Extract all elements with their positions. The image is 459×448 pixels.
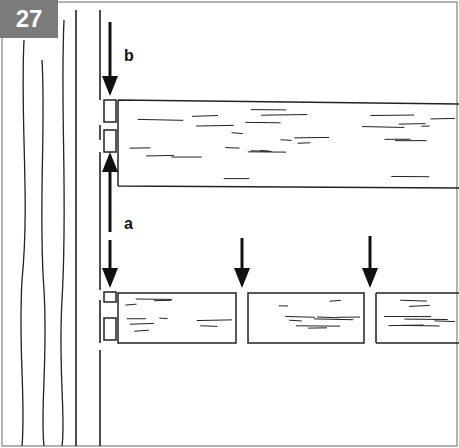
- callout-letter: b: [124, 48, 134, 64]
- callout-letter: a: [124, 216, 133, 232]
- tree-trunk: [21, 10, 100, 446]
- figure-number-box: 27: [0, 0, 58, 38]
- boards: [104, 100, 459, 343]
- force-arrows: [102, 22, 378, 288]
- figure-number: 27: [16, 5, 43, 33]
- wood-grain: [125, 110, 455, 332]
